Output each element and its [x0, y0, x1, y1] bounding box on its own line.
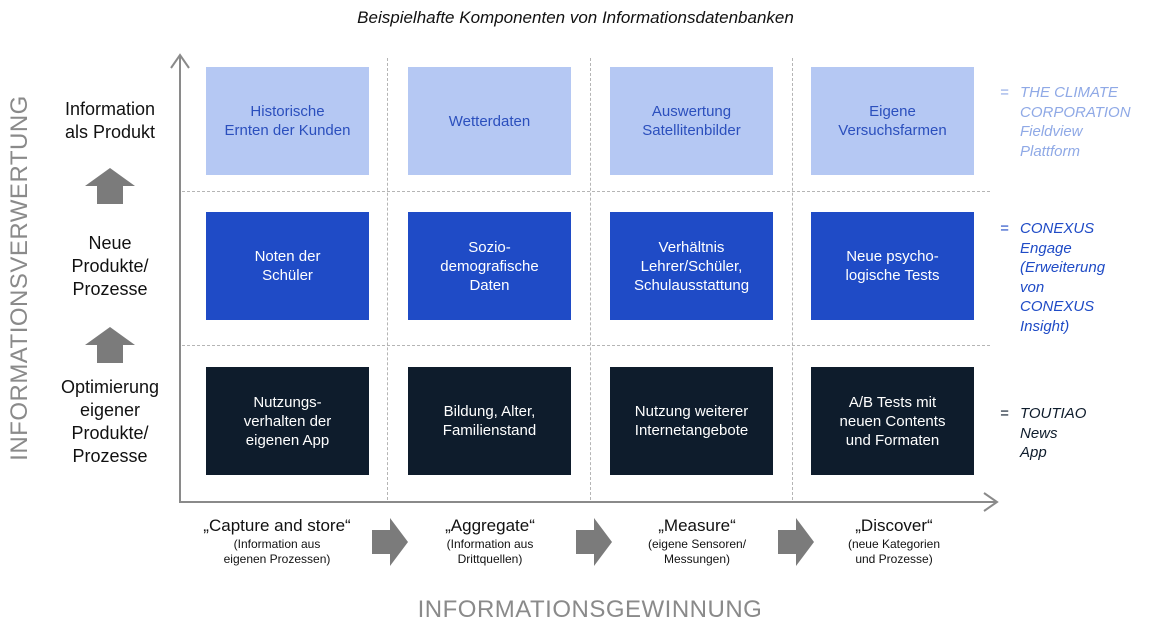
row-label-neue-produkte: Neue Produkte/ Prozesse: [71, 233, 149, 299]
legend-equals: =: [1000, 405, 1009, 422]
cell-ab-tests: A/B Tests mit neuen Contents und Formate…: [811, 367, 974, 475]
column-divider-1: [387, 58, 388, 500]
column-label-measure: „Measure“ (eigene Sensoren/ Messungen): [602, 515, 792, 567]
cell-nutzung-internetangebote: Nutzung weiterer Internetangebote: [610, 367, 773, 475]
cell-nutzungsverhalten: Nutzungs- verhalten der eigenen App: [206, 367, 369, 475]
cell-eigene-versuchsfarmen: Eigene Versuchsfarmen: [811, 67, 974, 175]
row-divider-1: [182, 191, 990, 192]
cell-wetterdaten: Wetterdaten: [408, 67, 571, 175]
legend-equals: =: [1000, 220, 1009, 237]
cell-soziodemografische-daten: Sozio- demografische Daten: [408, 212, 571, 320]
column-title: „Discover“: [855, 516, 933, 535]
x-axis-arrowhead: [983, 492, 999, 512]
cell-auswertung-satellitenbilder: Auswertung Satellitenbilder: [610, 67, 773, 175]
cell-noten-der-schueler: Noten der Schüler: [206, 212, 369, 320]
x-axis-label: INFORMATIONSGEWINNUNG: [417, 596, 763, 623]
right-arrow-icon: [372, 518, 408, 566]
cell-neue-psychologische-tests: Neue psycho- logische Tests: [811, 212, 974, 320]
column-subtitle: (eigene Sensoren/ Messungen): [647, 537, 747, 566]
column-subtitle: (neue Kategorien und Prozesse): [847, 537, 941, 566]
cell-historische-ernten: Historische Ernten der Kunden: [206, 67, 369, 175]
column-title: „Measure“: [658, 516, 736, 535]
column-title: „Capture and store“: [203, 516, 351, 535]
right-arrow-icon: [778, 518, 814, 566]
legend-equals: =: [1000, 84, 1009, 101]
row-label-optimierung: Optimierung eigener Produkte/ Prozesse: [60, 377, 160, 466]
legend-text: THE CLIMATE CORPORATION Fieldview Plattf…: [1020, 84, 1131, 160]
up-arrow-icon: [85, 327, 135, 363]
legend-text: CONEXUS Engage (Erweiterung von CONEXUS …: [1020, 220, 1106, 335]
column-label-discover: „Discover“ (neue Kategorien und Prozesse…: [799, 515, 989, 567]
column-title: „Aggregate“: [445, 516, 535, 535]
legend-text: TOUTIAO News App: [1020, 405, 1087, 461]
diagram-title: Beispielhafte Komponenten von Informatio…: [357, 8, 794, 27]
column-divider-3: [792, 58, 793, 500]
cell-bildung-alter: Bildung, Alter, Familienstand: [408, 367, 571, 475]
right-arrow-icon: [576, 518, 612, 566]
column-subtitle: (Information aus eigenen Prozessen): [223, 537, 331, 566]
up-arrow-icon: [85, 168, 135, 204]
column-divider-2: [590, 58, 591, 500]
column-label-capture-and-store: „Capture and store“ (Information aus eig…: [182, 515, 372, 567]
cell-verhaeltnis-lehrer-schueler: Verhältnis Lehrer/Schüler, Schulausstatt…: [610, 212, 773, 320]
row-divider-2: [182, 345, 990, 346]
y-axis-arrowhead: [170, 53, 190, 69]
column-subtitle: (Information aus Drittquellen): [446, 537, 534, 566]
column-label-aggregate: „Aggregate“ (Information aus Drittquelle…: [395, 515, 585, 567]
row-label-information-als-produkt: Information als Produkt: [64, 99, 156, 142]
